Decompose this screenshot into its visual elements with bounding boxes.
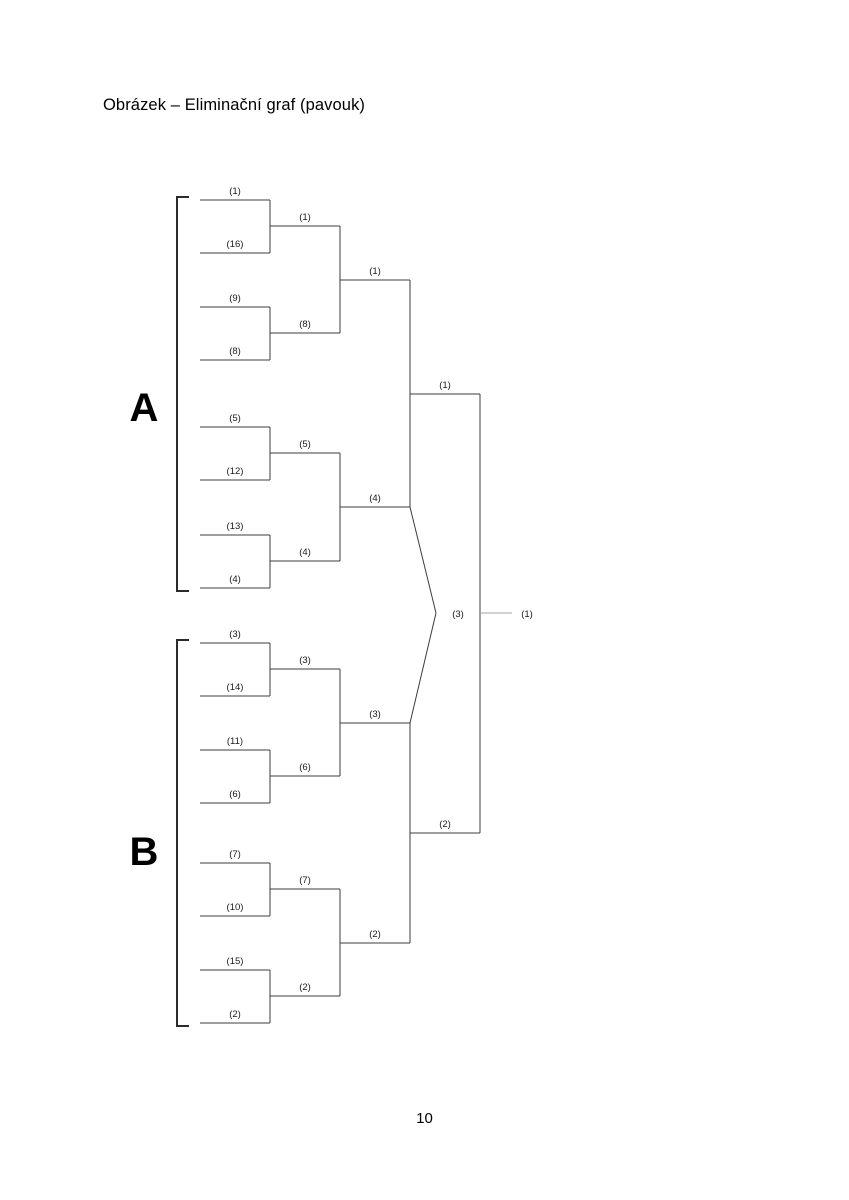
seed-b-r1-7: (2) <box>229 1009 241 1020</box>
page-number: 10 <box>416 1110 433 1127</box>
seed-a-r2-1: (8) <box>299 319 311 330</box>
third-place-label: (3) <box>452 609 464 620</box>
seed-a-finalist: (1) <box>439 380 451 391</box>
seed-a-r1-3: (8) <box>229 346 241 357</box>
group-b-label: B <box>130 830 159 874</box>
seed-a-r1-6: (13) <box>227 521 244 532</box>
seed-a-r2-3: (4) <box>299 547 311 558</box>
third-place-connectors <box>409 506 437 724</box>
seed-b-r1-5: (10) <box>227 902 244 913</box>
seed-b-r1-2: (11) <box>227 736 243 747</box>
seed-a-r1-2: (9) <box>229 293 241 304</box>
seed-a-r3-0: (1) <box>369 266 381 277</box>
seed-b-r1-4: (7) <box>229 849 241 860</box>
seed-b-r2-3: (2) <box>299 982 311 993</box>
seed-b-r2-0: (3) <box>299 655 311 666</box>
champion-label: (1) <box>521 609 533 620</box>
figure-caption: Obrázek – Eliminační graf (pavouk) <box>103 96 366 114</box>
seed-b-r3-0: (3) <box>369 709 381 720</box>
seed-a-r3-1: (4) <box>369 493 381 504</box>
group-a-label: A <box>130 386 159 430</box>
seed-b-r2-2: (7) <box>299 875 311 886</box>
seed-b-r1-6: (15) <box>227 956 244 967</box>
seed-b-r1-1: (14) <box>227 682 244 693</box>
seed-b-r2-1: (6) <box>299 762 311 773</box>
seed-a-r1-0: (1) <box>229 186 241 197</box>
seed-a-r1-1: (16) <box>227 239 244 250</box>
seed-a-r1-5: (12) <box>227 466 244 477</box>
seed-a-r1-7: (4) <box>229 574 241 585</box>
seed-b-r1-0: (3) <box>229 629 241 640</box>
seed-b-r3-1: (2) <box>369 929 381 940</box>
seed-a-r1-4: (5) <box>229 413 241 424</box>
seed-b-finalist: (2) <box>439 819 451 830</box>
group-a-bracket <box>176 196 189 592</box>
seed-a-r2-2: (5) <box>299 439 311 450</box>
seed-b-r1-3: (6) <box>229 789 241 800</box>
group-b-bracket <box>176 639 189 1027</box>
group-b-lines <box>200 642 480 1024</box>
group-a-lines <box>200 199 480 589</box>
seed-a-r2-0: (1) <box>299 212 311 223</box>
